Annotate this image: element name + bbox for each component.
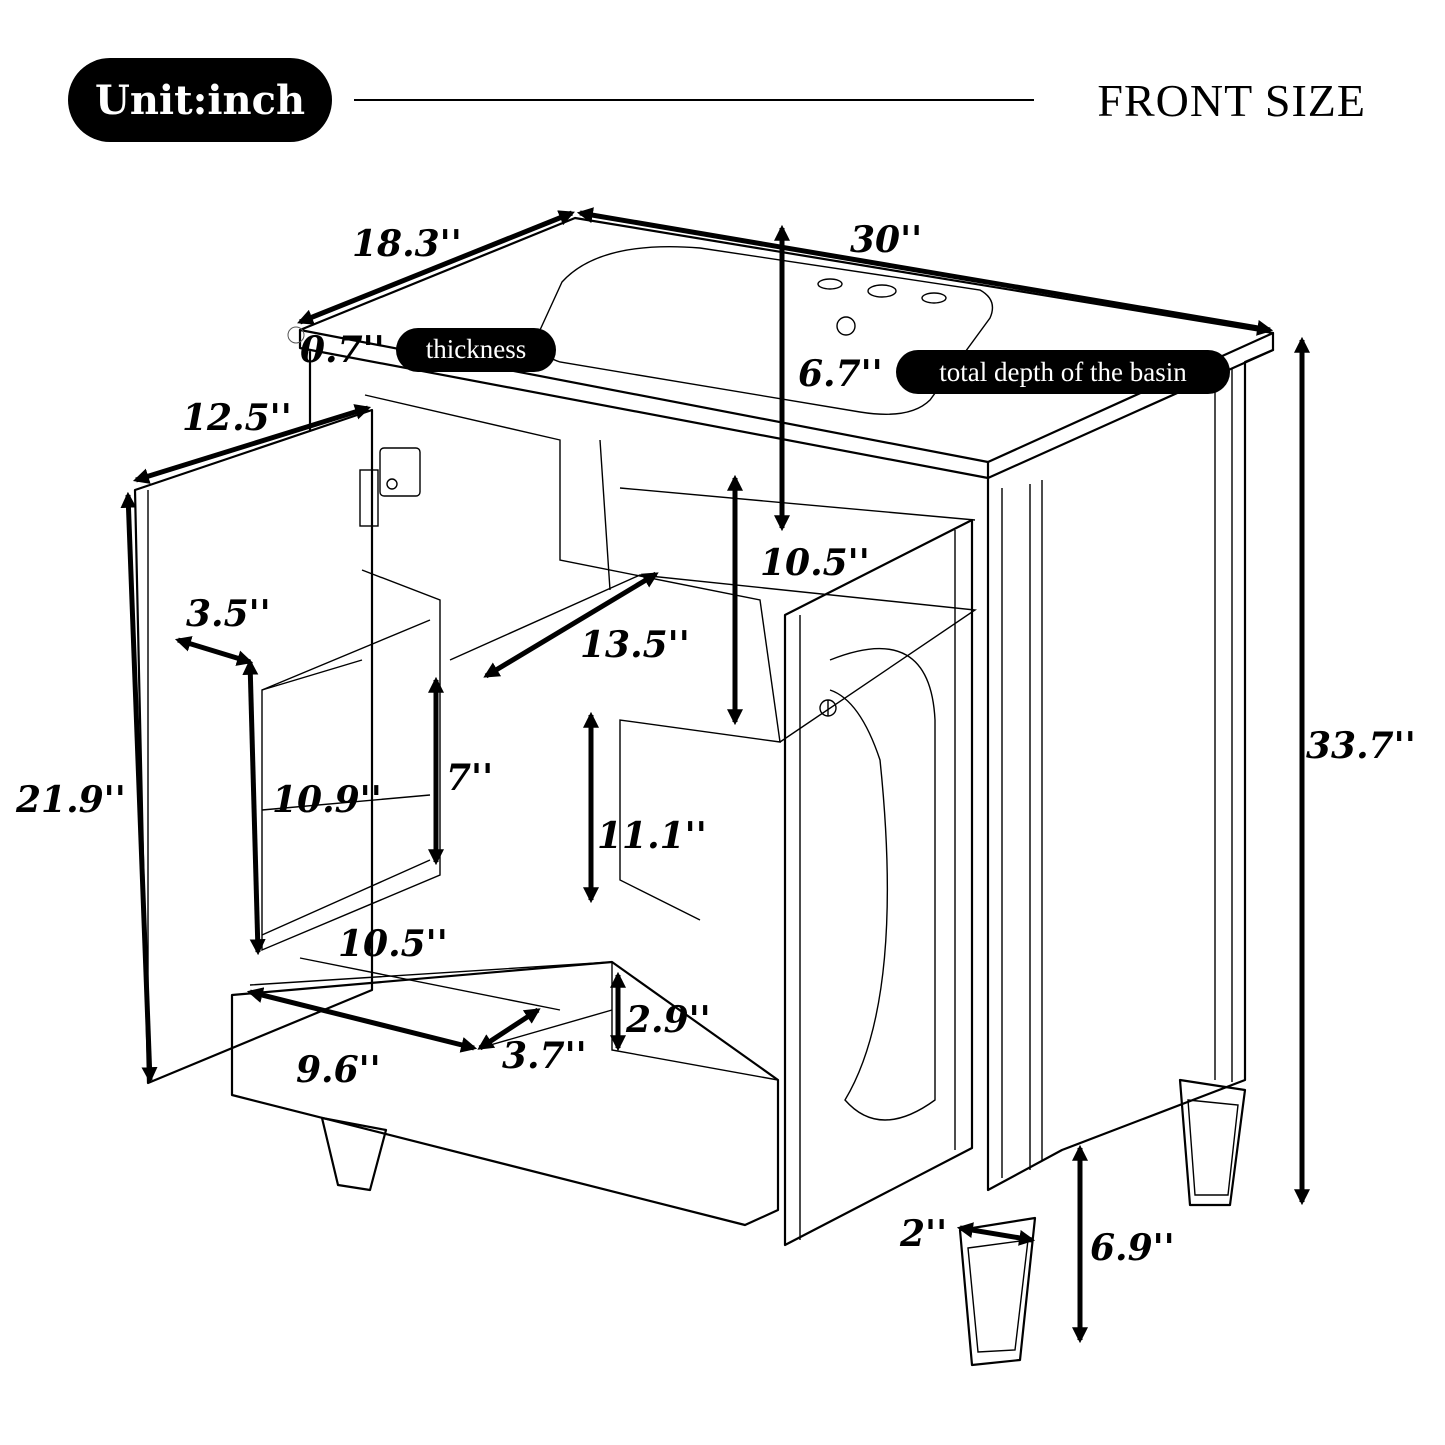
door-knob-icon xyxy=(819,699,837,717)
basin-label: total depth of the basin xyxy=(939,357,1187,387)
label-inner-height: 11.1'' xyxy=(597,815,707,857)
label-leg-width: 2'' xyxy=(899,1213,947,1255)
arrow-drawer-width xyxy=(246,987,478,1053)
label-rack-width: 3.5'' xyxy=(186,593,271,635)
page-title: FRONT SIZE xyxy=(1097,75,1366,126)
unit-label: Unit:inch xyxy=(95,77,305,124)
callouts: thickness total depth of the basin xyxy=(396,328,1230,394)
arrow-leg-width xyxy=(956,1222,1036,1246)
door-rack xyxy=(261,569,441,952)
right-door xyxy=(783,518,974,1247)
front-right-leg xyxy=(958,1216,1037,1367)
label-top-thickness: 0.7'' xyxy=(300,329,385,371)
label-basin-depth: 6.7'' xyxy=(798,353,883,395)
arrow-rack-height xyxy=(242,658,266,956)
label-shelf-depth: 13.5'' xyxy=(580,624,690,666)
inner-back xyxy=(364,394,781,921)
dimension-labels: 18.3'' 30'' 0.7'' 6.7'' 12.5'' 10.5'' 13… xyxy=(15,219,1416,1269)
label-drawer-height: 2.9'' xyxy=(625,999,711,1041)
door-arch xyxy=(829,647,936,1121)
label-door-width: 12.5'' xyxy=(182,397,292,439)
label-total-height: 33.7'' xyxy=(1306,725,1416,767)
label-leg-height: 6.9'' xyxy=(1090,1227,1175,1269)
faucet-holes xyxy=(817,278,947,336)
label-tray-depth: 10.5'' xyxy=(338,923,448,965)
label-rack-height: 10.9'' xyxy=(272,779,382,821)
arrow-door-width xyxy=(132,404,372,484)
thickness-pill xyxy=(396,328,556,372)
thickness-label: thickness xyxy=(426,334,527,364)
unit-pill xyxy=(68,58,332,142)
label-width: 30'' xyxy=(850,219,922,261)
label-rack-gap: 7'' xyxy=(446,757,493,799)
label-drawer-width: 9.6'' xyxy=(296,1049,381,1091)
dimension-arrows xyxy=(120,207,1311,1344)
back-right-leg xyxy=(1178,1078,1247,1207)
label-depth: 18.3'' xyxy=(352,223,462,265)
basin-pill xyxy=(896,350,1230,394)
label-basin-clearance: 10.5'' xyxy=(760,542,870,584)
arrow-door-height xyxy=(120,491,158,1084)
arrow-drawer-depth xyxy=(477,1007,541,1051)
label-drawer-depth: 3.7'' xyxy=(502,1035,587,1077)
arrow-width xyxy=(576,207,1274,336)
arrow-shelf-depth xyxy=(483,571,659,679)
arrow-depth xyxy=(297,210,575,325)
header: Unit:inch FRONT SIZE xyxy=(68,58,1366,142)
inner-shelf xyxy=(449,574,977,743)
arrow-rack-width xyxy=(174,636,254,666)
cabinet-right-side xyxy=(986,348,1275,1192)
hinge-icon xyxy=(359,447,421,527)
front-left-leg xyxy=(320,1116,388,1192)
label-door-height: 21.9'' xyxy=(15,779,126,821)
